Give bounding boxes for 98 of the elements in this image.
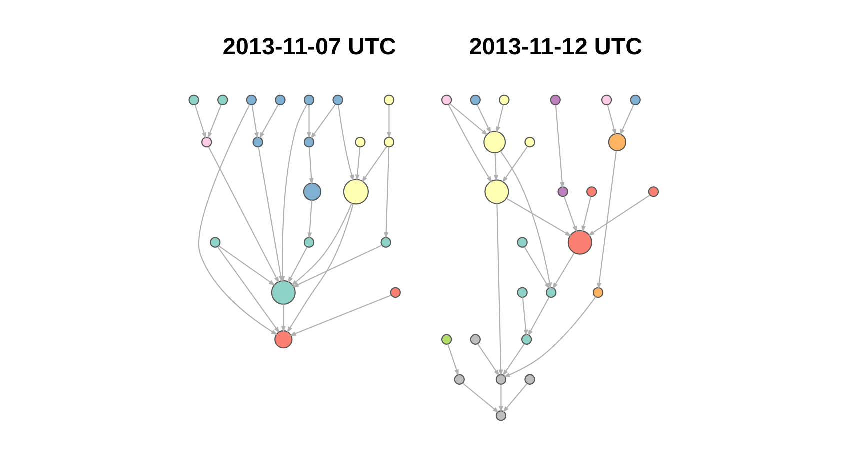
node-circle <box>342 178 368 204</box>
arrow <box>496 104 504 133</box>
arrow <box>306 104 311 138</box>
arrow <box>619 104 634 136</box>
node-circle <box>524 136 535 148</box>
node-circle <box>303 94 314 106</box>
arrow <box>496 203 503 376</box>
node-circle <box>441 334 452 344</box>
arrow <box>476 104 491 134</box>
arrow <box>522 297 528 336</box>
arrow <box>462 382 499 413</box>
node-circle <box>246 94 256 106</box>
node-circle <box>270 280 296 304</box>
arrow <box>217 246 280 333</box>
node-circle <box>380 236 391 248</box>
node-circle <box>520 334 532 344</box>
arrow <box>258 104 278 138</box>
node-circle <box>390 286 400 298</box>
arrow <box>386 104 391 138</box>
label: 2013-11-07 UTC <box>222 32 396 59</box>
node-circle <box>252 136 263 148</box>
arrow <box>502 343 524 376</box>
arrow <box>502 382 528 412</box>
arrow <box>308 146 314 184</box>
arrow <box>310 104 336 139</box>
arrow <box>361 146 387 182</box>
node-circle <box>201 136 212 148</box>
label: 2013-11-12 UTC <box>468 32 642 59</box>
node-circle <box>302 182 322 200</box>
arrow <box>208 146 279 283</box>
arrow <box>448 104 492 182</box>
node-circle <box>210 236 220 248</box>
arrow <box>527 296 550 336</box>
node-circle <box>557 186 568 197</box>
arrow <box>251 104 258 139</box>
arrow <box>596 150 617 290</box>
node-circle <box>274 330 292 348</box>
node-circle <box>550 94 560 106</box>
arrow <box>218 245 275 286</box>
node-circle <box>495 374 506 384</box>
arrow <box>554 104 564 188</box>
node-circle <box>567 230 592 254</box>
arrow <box>384 147 390 239</box>
arrow <box>503 296 596 378</box>
node-circle <box>303 236 314 248</box>
arrow <box>292 244 382 287</box>
arrow <box>354 146 360 181</box>
arrow <box>307 200 312 239</box>
node-circle <box>303 136 314 148</box>
node-circle <box>470 334 480 344</box>
arrow <box>288 246 308 283</box>
arrow <box>194 104 206 138</box>
arrow <box>581 196 591 232</box>
arrow <box>447 344 458 376</box>
node-circle <box>524 374 535 384</box>
node-circle <box>332 94 343 106</box>
arrow <box>477 343 500 376</box>
arrow <box>338 104 354 182</box>
node-circle <box>498 94 510 106</box>
node-circle <box>495 410 506 421</box>
node-circle <box>217 94 228 106</box>
node-circle <box>470 94 480 106</box>
node-circle <box>441 94 452 106</box>
arrow <box>207 104 222 138</box>
node-circle <box>600 94 612 106</box>
arrow <box>524 246 550 290</box>
node-circle <box>586 186 597 197</box>
arrow <box>494 152 498 182</box>
node-circle <box>516 236 528 248</box>
arrow <box>280 304 286 332</box>
arrow <box>289 294 392 336</box>
arrow <box>506 198 572 236</box>
node-circle <box>274 94 286 106</box>
node-circle <box>483 130 506 154</box>
node-circle <box>608 132 626 151</box>
arrow <box>198 104 278 335</box>
node-circle <box>516 286 528 298</box>
arrow <box>449 102 488 136</box>
node-circle <box>188 94 199 106</box>
arrow <box>500 150 552 289</box>
node-circle <box>484 179 509 204</box>
arrow <box>290 202 352 286</box>
arrow <box>606 104 616 135</box>
arrow <box>552 252 574 289</box>
node-circle <box>546 286 556 298</box>
node-circle <box>630 94 640 106</box>
arrow <box>502 146 528 183</box>
arrow <box>588 194 650 236</box>
node-circle <box>383 136 394 148</box>
arrow <box>286 203 354 333</box>
node-circle <box>454 374 464 384</box>
node-circle <box>592 286 604 298</box>
arrow <box>498 384 503 412</box>
arrow <box>563 196 577 232</box>
node-circle <box>648 186 659 197</box>
arrow <box>258 146 283 282</box>
node-circle <box>383 94 394 106</box>
node-circle <box>354 136 366 148</box>
